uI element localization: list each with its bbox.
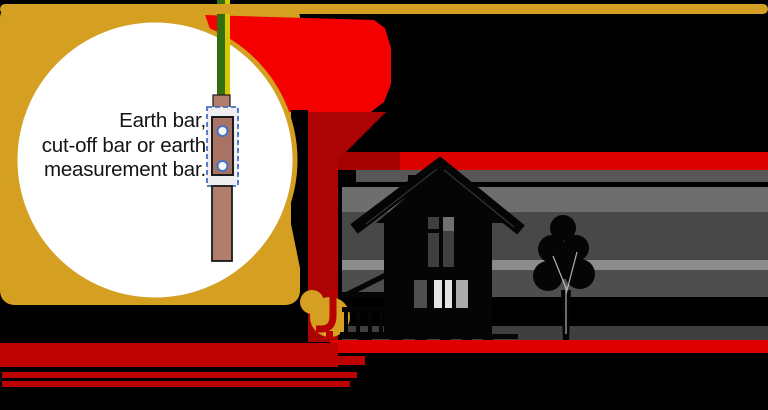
tree-silhouette	[533, 215, 595, 341]
ground-line	[330, 340, 768, 353]
house-silhouette	[340, 156, 525, 339]
lower-windows	[414, 280, 468, 308]
porch	[340, 272, 386, 334]
tree-branches	[552, 251, 578, 334]
magnifier-caption: Earth bar, cut-off bar or earth measurem…	[4, 109, 206, 183]
earth-rod	[211, 185, 233, 262]
caption-line-3: measurement bar.	[43, 158, 206, 181]
buried-cable-layers	[0, 343, 365, 387]
earth-bar-assembly	[206, 106, 239, 262]
cable-hook	[316, 290, 337, 333]
bolt-hole-top	[216, 125, 229, 137]
roof	[350, 156, 525, 235]
earth-connection-spot	[300, 290, 350, 339]
caption-line-1: Earth bar,	[119, 109, 206, 132]
top-bar	[0, 4, 768, 14]
foundation	[340, 332, 492, 339]
bolt-hole-bottom	[216, 160, 229, 172]
gable-window	[428, 217, 454, 267]
caption-line-2: cut-off bar or earth	[41, 133, 206, 157]
